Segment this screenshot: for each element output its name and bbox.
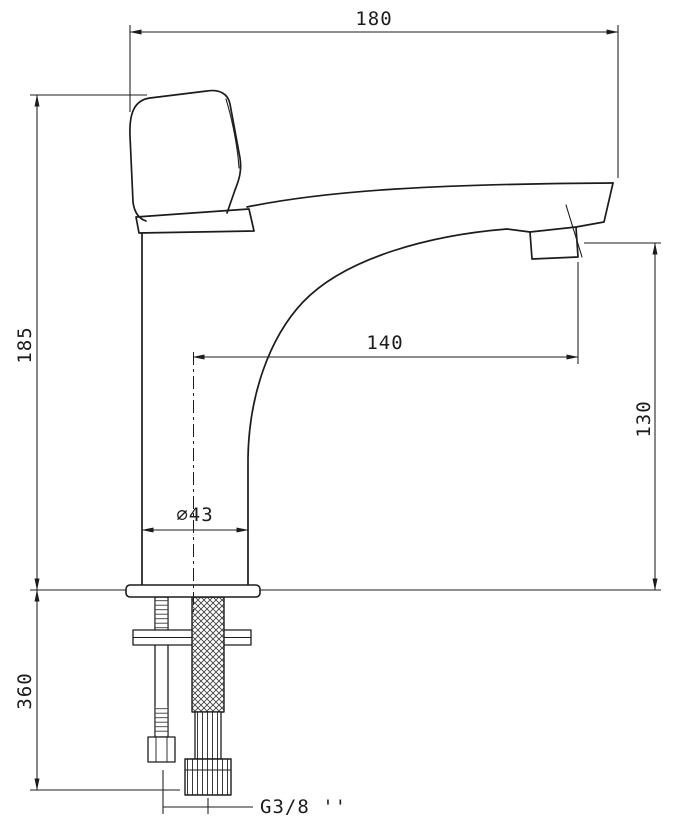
dimension-labels: 180 185 140 130 ⌀43 360 G3/8 '' xyxy=(14,8,655,818)
dim-label-top-width: 180 xyxy=(355,8,392,30)
dim-label-thread-size: G3/8 '' xyxy=(260,796,347,818)
dim-label-spout-reach: 140 xyxy=(366,332,403,354)
dim-label-spout-outlet-height: 130 xyxy=(633,400,655,437)
dim-overall-height xyxy=(30,94,147,591)
under-counter-parts xyxy=(125,584,261,796)
dim-top-width xyxy=(129,25,619,178)
dim-thread-callout xyxy=(162,770,253,814)
handle-inner-edge xyxy=(225,98,240,169)
stud-thread-lower xyxy=(155,706,168,735)
dim-label-supply-length: 360 xyxy=(14,672,36,709)
dim-supply-length xyxy=(30,589,180,791)
dim-label-overall-height: 185 xyxy=(14,326,36,363)
faucet-outline xyxy=(129,89,614,587)
handle-outline xyxy=(129,89,242,222)
dim-spout-outlet-height xyxy=(260,242,661,591)
dim-label-body-diameter: ⌀43 xyxy=(176,504,213,526)
stud-nut xyxy=(147,736,176,763)
supply-hose-braid xyxy=(191,596,225,713)
hose-ferrule xyxy=(194,711,222,760)
dim-spout-reach xyxy=(192,262,579,364)
hose-nut xyxy=(184,758,232,796)
spout-top-edge xyxy=(246,182,614,208)
spout-body-outline xyxy=(247,182,614,587)
spout-section-tick xyxy=(565,204,583,258)
dimension-annotations xyxy=(30,25,661,814)
stud-thread-upper xyxy=(155,599,168,629)
body-cap xyxy=(135,208,255,234)
